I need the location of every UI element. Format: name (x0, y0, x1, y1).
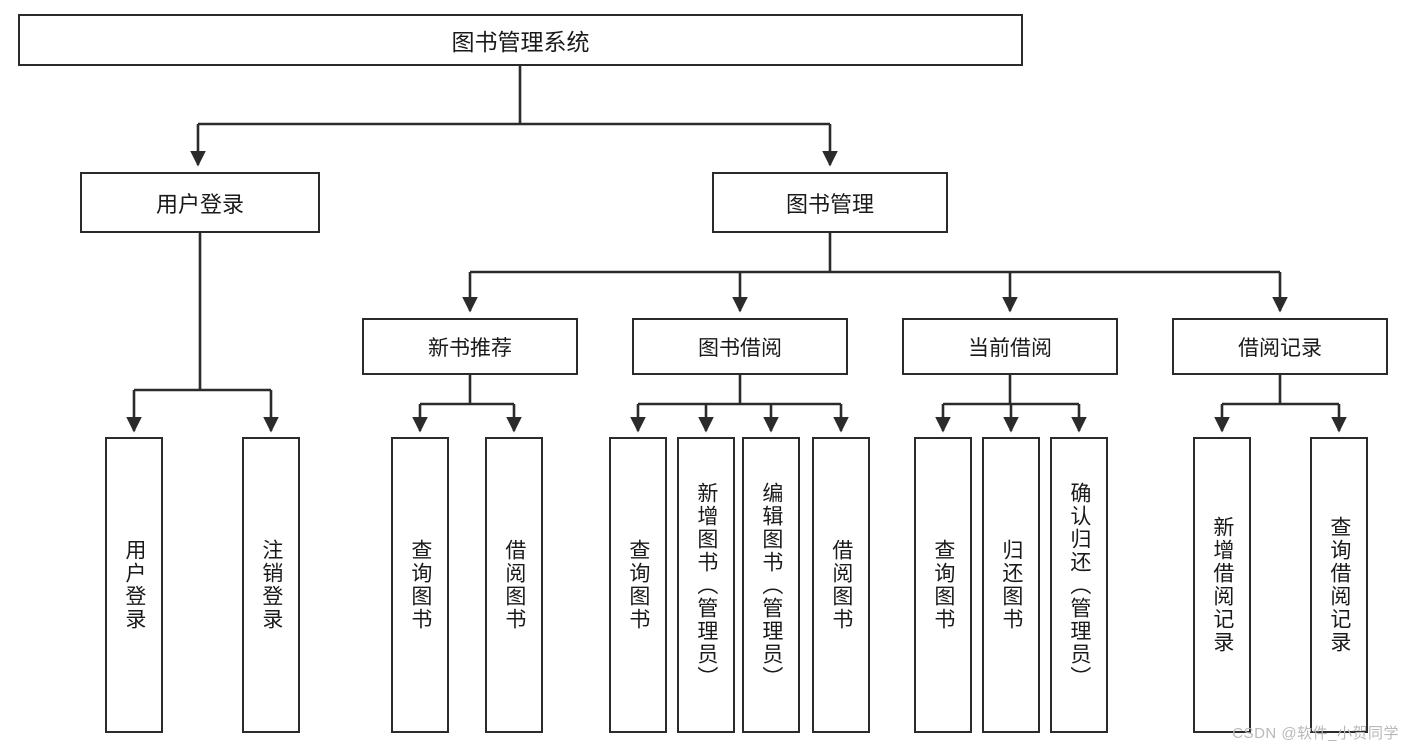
node-user-login[interactable]: 用户登录 (80, 172, 320, 233)
leaf-return-book[interactable]: 归还图书 (982, 437, 1040, 733)
watermark-text: CSDN @软件_小贺同学 (1232, 725, 1399, 742)
leaf-query-book-current[interactable]: 查询图书 (914, 437, 972, 733)
node-borrow-record[interactable]: 借阅记录 (1172, 318, 1388, 375)
leaf-label: 查询图书 (931, 539, 955, 631)
node-new-book-recommend[interactable]: 新书推荐 (362, 318, 578, 375)
leaf-label: 查询借阅记录 (1327, 516, 1351, 654)
node-label: 图书管理 (785, 191, 874, 217)
leaf-label: 查询图书 (626, 539, 650, 631)
leaf-query-book-recommend[interactable]: 查询图书 (391, 437, 449, 733)
leaf-borrow-book[interactable]: 借阅图书 (812, 437, 870, 733)
leaf-label: 新增图书（管理员） (694, 481, 718, 689)
leaf-label: 确认归还（管理员） (1067, 481, 1091, 689)
leaf-edit-book-admin[interactable]: 编辑图书（管理员） (742, 437, 800, 733)
node-book-borrow[interactable]: 图书借阅 (632, 318, 848, 375)
leaf-label: 归还图书 (999, 539, 1023, 631)
leaf-confirm-return-admin[interactable]: 确认归还（管理员） (1050, 437, 1108, 733)
node-label: 当前借阅 (968, 336, 1052, 360)
leaf-query-borrow-record[interactable]: 查询借阅记录 (1310, 437, 1368, 733)
node-root-system[interactable]: 图书管理系统 (18, 14, 1023, 66)
leaf-label: 借阅图书 (829, 539, 853, 631)
leaf-query-book-borrow[interactable]: 查询图书 (609, 437, 667, 733)
leaf-user-login[interactable]: 用户登录 (105, 437, 163, 733)
leaf-label: 新增借阅记录 (1210, 516, 1234, 654)
node-current-borrow[interactable]: 当前借阅 (902, 318, 1118, 375)
node-label: 图书借阅 (698, 336, 782, 360)
node-book-management[interactable]: 图书管理 (712, 172, 948, 233)
leaf-label: 注销登录 (259, 539, 283, 631)
leaf-user-logout[interactable]: 注销登录 (242, 437, 300, 733)
node-label: 用户登录 (155, 191, 244, 217)
leaf-borrow-book-recommend[interactable]: 借阅图书 (485, 437, 543, 733)
leaf-add-book-admin[interactable]: 新增图书（管理员） (677, 437, 735, 733)
leaf-label: 编辑图书（管理员） (759, 481, 783, 689)
leaf-label: 借阅图书 (502, 539, 526, 631)
leaf-label: 查询图书 (408, 539, 432, 631)
node-label: 图书管理系统 (451, 29, 590, 55)
node-label: 借阅记录 (1238, 336, 1322, 360)
leaf-add-borrow-record[interactable]: 新增借阅记录 (1193, 437, 1251, 733)
node-label: 新书推荐 (428, 336, 512, 360)
leaf-label: 用户登录 (122, 539, 146, 631)
